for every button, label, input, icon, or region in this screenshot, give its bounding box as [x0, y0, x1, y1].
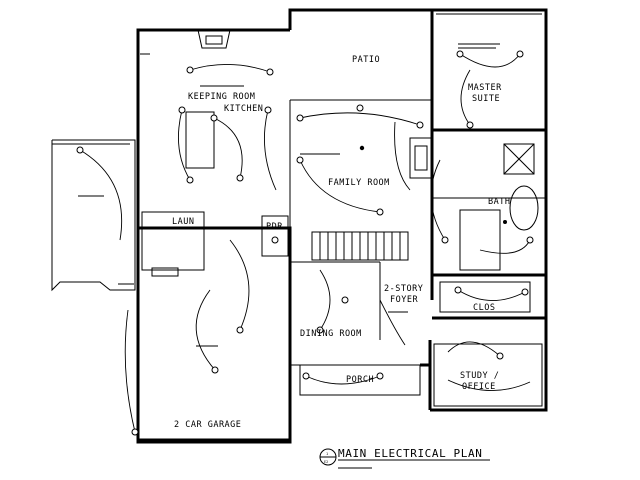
- light-fixture: [236, 174, 244, 182]
- room-label-suite: SUITE: [472, 94, 500, 104]
- kitchen-keeping-walls: [136, 28, 290, 228]
- light-fixture: [210, 114, 218, 122]
- laundry-walls: [141, 211, 205, 271]
- light-fixture: [236, 326, 244, 334]
- room-label-kitchen: KITCHEN: [224, 104, 263, 114]
- light-fixture: [302, 372, 310, 380]
- stair: [311, 231, 409, 261]
- light-fixture: [178, 106, 186, 114]
- powder-room-walls: [261, 215, 289, 257]
- annotation-ticks: [78, 43, 500, 347]
- light-fixture: [296, 114, 304, 122]
- room-label-office: OFFICE: [462, 382, 496, 392]
- room-labels: PATIO MASTER SUITE KEEPING ROOM KITCHEN …: [172, 55, 510, 430]
- light-fixture: [521, 288, 529, 296]
- light-fixture: [416, 121, 424, 129]
- room-label-clos: CLOS: [473, 303, 495, 313]
- light-fixture: [186, 176, 194, 184]
- light-fixture: [131, 428, 139, 436]
- sheet-number: 1: [326, 452, 328, 456]
- sheet-page: E2: [324, 460, 328, 464]
- light-fixture: [271, 236, 279, 244]
- master-suite-walls: [430, 8, 548, 412]
- room-label-laun: LAUN: [172, 217, 194, 227]
- light-fixture: [266, 68, 274, 76]
- room-label-master: MASTER: [468, 83, 502, 93]
- light-fixture: [496, 352, 504, 360]
- light-fixture: [376, 372, 384, 380]
- ceiling-fan: [359, 145, 365, 151]
- light-fixture: [516, 50, 524, 58]
- room-label-2-story: 2-STORY: [384, 284, 423, 294]
- light-fixture: [341, 296, 349, 304]
- room-label-keeping-room: KEEPING ROOM: [188, 92, 255, 102]
- patio-walls: [288, 8, 434, 100]
- exhaust-fan: [503, 220, 507, 224]
- light-fixture: [456, 50, 464, 58]
- light-fixture: [211, 366, 219, 374]
- garage-walls: [136, 226, 292, 444]
- plan-title: MAIN ELECTRICAL PLAN: [338, 447, 482, 460]
- room-label-foyer: FOYER: [390, 295, 418, 305]
- room-label-pdr: PDR: [266, 222, 283, 232]
- light-fixture: [264, 106, 272, 114]
- fixtures: [76, 50, 534, 436]
- light-fixture: [526, 236, 534, 244]
- light-fixture: [466, 121, 474, 129]
- light-fixture: [316, 326, 324, 334]
- room-label-bath: BATH: [488, 197, 510, 207]
- light-fixture: [454, 286, 462, 294]
- room-label-study: STUDY /: [460, 371, 499, 381]
- room-label-family-room: FAMILY ROOM: [328, 178, 390, 188]
- wiring: [79, 53, 531, 433]
- title-block: 1 E2 MAIN ELECTRICAL PLAN: [319, 447, 490, 469]
- light-fixture: [76, 146, 84, 154]
- bathtub: [509, 185, 539, 231]
- light-fixture: [356, 104, 364, 112]
- room-label-dining-room: DINING ROOM: [300, 329, 362, 339]
- garage-apron-outline: [51, 139, 136, 292]
- light-fixture: [376, 208, 384, 216]
- light-fixture: [296, 156, 304, 164]
- light-fixture: [186, 66, 194, 74]
- room-label-porch: PORCH: [346, 375, 374, 385]
- room-label-garage: 2 CAR GARAGE: [174, 420, 241, 430]
- room-label-patio: PATIO: [352, 55, 380, 65]
- kitchen-island: [185, 111, 215, 169]
- light-fixture: [441, 236, 449, 244]
